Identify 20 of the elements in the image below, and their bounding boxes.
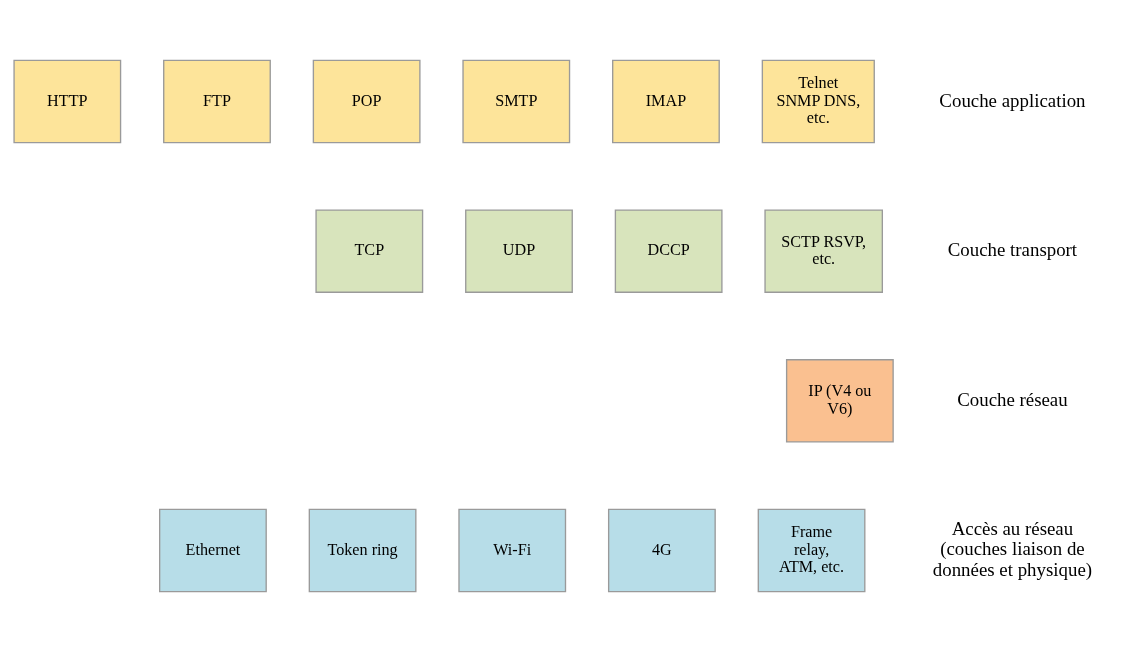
node-box: SMTP [462, 59, 571, 143]
node-box: Token ring [308, 508, 417, 592]
node-box: 4G [607, 508, 716, 592]
node-box: Wi-Fi [458, 508, 567, 592]
node-box: Frame relay, ATM, etc. [757, 508, 866, 592]
label: Couche application [939, 89, 1086, 110]
node-box: UDP [465, 208, 573, 293]
node-box: TCP [315, 208, 424, 293]
node-box: DCCP [614, 208, 723, 293]
label: Accès au réseau (couches liaison de données et physique) [932, 517, 1093, 580]
node-box: IP (V4 ou V6) [785, 358, 894, 443]
node-box: HTTP [13, 59, 122, 143]
label: Couche transport [947, 238, 1078, 260]
node-box: Telnet SNMP DNS, etc. [761, 59, 875, 143]
node-box: FTP [163, 59, 271, 143]
node-box: Ethernet [159, 508, 267, 592]
node-box: SCTP RSVP, etc. [764, 208, 883, 293]
node-box: POP [312, 59, 421, 143]
label: Couche réseau [957, 388, 1068, 410]
node-box: IMAP [612, 59, 720, 143]
